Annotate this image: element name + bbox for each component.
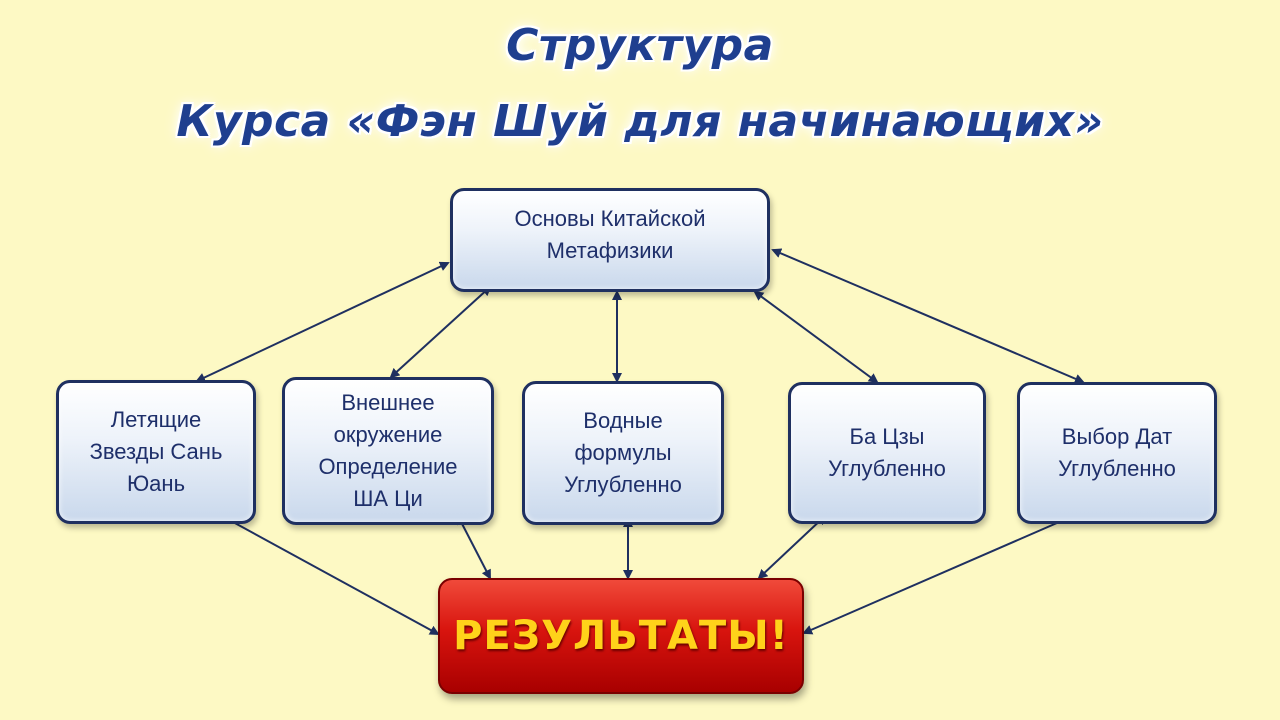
node-results: РЕЗУЛЬТАТЫ!	[438, 578, 804, 694]
node-label: Выбор Дат Углубленно	[1058, 424, 1176, 481]
arrow-module-1-to-results	[220, 515, 440, 635]
node-label: Водные формулы Углубленно	[564, 408, 682, 497]
node-date-selection: Выбор Дат Углубленно	[1017, 382, 1217, 524]
title-line-1: Структура	[506, 20, 774, 71]
arrow-top-to-module-1	[195, 261, 450, 383]
title-line-2: Курса «Фэн Шуй для начинающих»	[176, 96, 1104, 147]
arrow-module-4-to-results	[757, 514, 827, 580]
node-label: Ба Цзы Углубленно	[828, 424, 946, 481]
node-water-formulas: Водные формулы Углубленно	[522, 381, 724, 525]
arrow-top-to-module-2	[389, 285, 492, 379]
arrow-top-to-module-5	[771, 248, 1085, 384]
arrow-module-2-to-results	[457, 514, 491, 580]
results-label: РЕЗУЛЬТАТЫ!	[453, 613, 789, 659]
node-label: Летящие Звезды Сань Юань	[89, 407, 223, 496]
node-external-environment: Внешнее окружение Определение ША Ци	[282, 377, 494, 525]
arrow-module-5-to-results	[802, 514, 1075, 635]
node-chinese-metaphysics-basics: Основы Китайской Метафизики	[450, 188, 770, 292]
node-flying-stars: Летящие Звезды Сань Юань	[56, 380, 256, 524]
node-label: Основы Китайской Метафизики	[514, 206, 706, 263]
node-label: Внешнее окружение Определение ША Ци	[318, 390, 458, 511]
arrow-top-to-module-4	[753, 290, 879, 384]
node-ba-zi: Ба Цзы Углубленно	[788, 382, 986, 524]
